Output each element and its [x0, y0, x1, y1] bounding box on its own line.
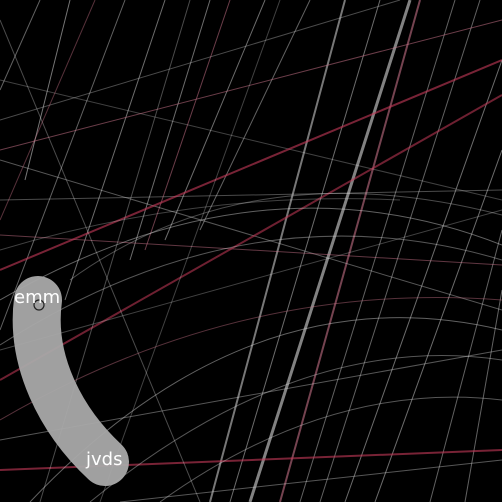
edge-line-14 [344, 59, 502, 502]
edge-curve-5 [159, 396, 502, 502]
edge-line-3 [64, 0, 166, 301]
edge-line-22 [0, 0, 401, 121]
edge-line-23 [0, 19, 502, 151]
edge-line-6 [164, 0, 266, 241]
edge-line-26 [0, 209, 502, 351]
edge-curve-7 [69, 192, 502, 281]
edge-line-2 [0, 0, 126, 331]
edge-line-21 [0, 79, 502, 201]
edge-line-1 [24, 0, 71, 181]
edge-line-34 [99, 0, 281, 502]
edge-curve-4 [89, 355, 502, 502]
edge-line-20 [0, 234, 502, 266]
edge-curve-2 [0, 235, 502, 346]
edge-line-10 [248, 0, 412, 502]
edge-curve-1 [0, 207, 502, 301]
edge-line-7 [199, 0, 311, 231]
node-label-jvds[interactable]: jvds [86, 449, 123, 470]
edge-line-5 [144, 0, 231, 251]
edge-line-8 [209, 0, 346, 502]
edge-line-17 [464, 289, 502, 502]
edge-curve-8 [0, 198, 401, 251]
edge-line-25 [0, 94, 502, 381]
edge-line-12 [299, 0, 456, 502]
edge-line-32 [0, 0, 96, 221]
edge-line-4 [129, 0, 211, 261]
edge-line-18 [0, 159, 502, 311]
edge-line-30 [0, 19, 201, 502]
node-label-emm[interactable]: emm [14, 287, 61, 308]
edge-line-16 [429, 229, 502, 502]
edge-line-9 [229, 0, 381, 502]
highlight-path [12, 276, 129, 486]
node-marker-emm [33, 299, 45, 311]
edge-line-19 [0, 189, 502, 201]
edge-line-29 [119, 459, 502, 502]
edge-line-24 [0, 59, 502, 271]
edge-line-31 [0, 0, 41, 91]
edge-line-15 [374, 149, 502, 502]
edge-line-11 [279, 0, 421, 502]
edge-line-13 [319, 0, 481, 502]
